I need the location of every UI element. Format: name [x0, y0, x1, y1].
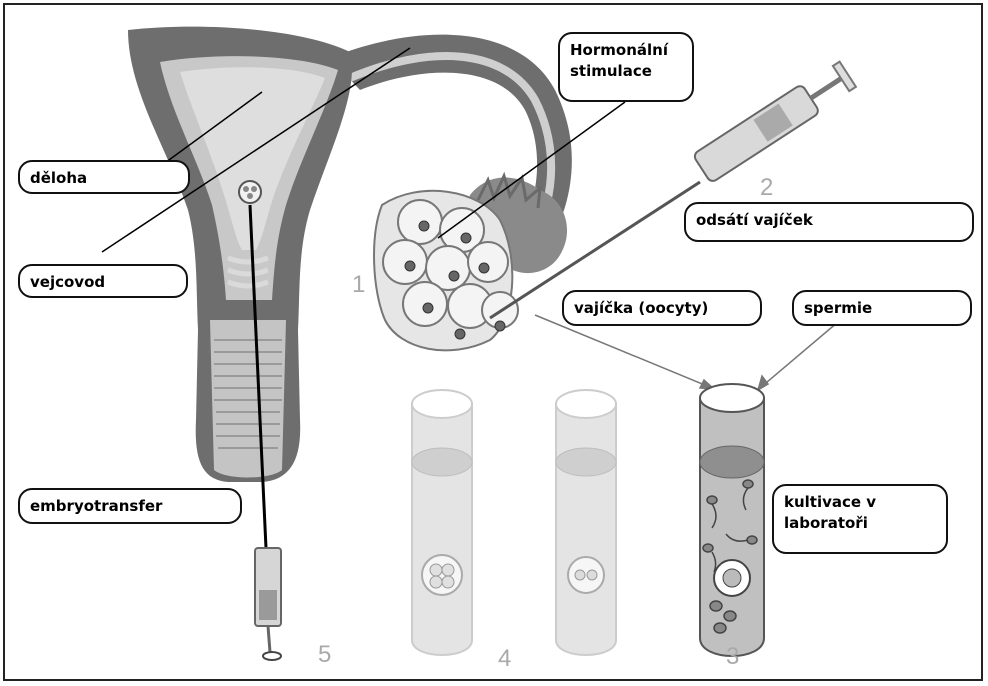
arrows-to-culture: [535, 315, 838, 390]
embryo-in-uterus: [239, 181, 261, 203]
label-oocytes: vajíčka (oocyty): [562, 290, 762, 326]
label-hormonal-stimulation: Hormonální stimulace: [558, 32, 694, 102]
label-vejcovod: vejcovod: [18, 264, 188, 298]
label-hormonal-line1: Hormonální: [570, 40, 682, 61]
step-number-5: 5: [318, 641, 331, 668]
vaginal-canal: [210, 320, 286, 478]
test-tube-middle: [556, 390, 616, 655]
label-oocytes-text: vajíčka (oocyty): [574, 299, 708, 317]
test-tube-culture: [700, 384, 764, 656]
label-hormonal-line2: stimulace: [570, 61, 682, 82]
label-sperm-text: spermie: [804, 299, 872, 317]
label-embryotransfer-text: embryotransfer: [30, 497, 162, 515]
ovary: [374, 176, 567, 350]
label-egg-aspiration-text: odsátí vajíček: [696, 211, 813, 229]
step-number-3: 3: [726, 643, 739, 670]
label-egg-aspiration: odsátí vajíček: [684, 202, 974, 242]
step-number-2: 2: [760, 174, 773, 201]
label-deloha: děloha: [18, 160, 190, 194]
step-number-4: 4: [498, 645, 511, 672]
transfer-syringe: [255, 548, 281, 660]
label-vejcovod-text: vejcovod: [30, 273, 105, 291]
label-sperm: spermie: [792, 290, 972, 326]
label-cultivation-line2: laboratoři: [784, 513, 936, 534]
label-embryotransfer: embryotransfer: [18, 488, 242, 524]
test-tube-left: [412, 390, 472, 655]
label-cultivation-line1: kultivace v: [784, 492, 936, 513]
step-number-1: 1: [352, 271, 365, 298]
label-deloha-text: děloha: [30, 169, 87, 187]
label-lab-cultivation: kultivace v laboratoři: [772, 484, 948, 554]
